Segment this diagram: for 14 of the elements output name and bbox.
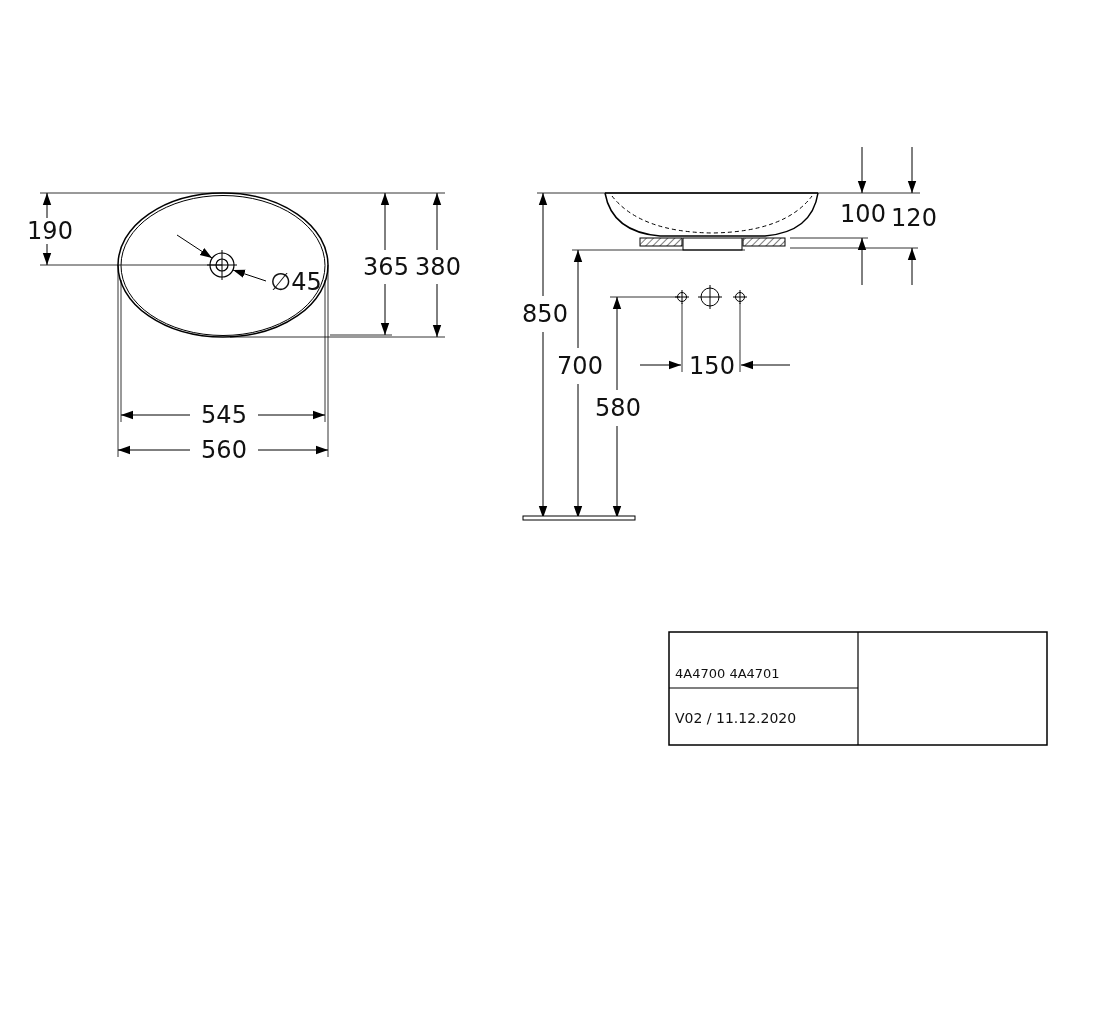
dimension-value: 100 <box>840 202 886 226</box>
dimension-value: 700 <box>557 354 603 378</box>
dimension-value: 365 <box>363 255 409 279</box>
dimension-value: ∅45 <box>270 270 322 294</box>
dimension-value: 560 <box>201 438 247 462</box>
dimension-value: 190 <box>27 219 73 243</box>
version-date: V02 / 11.12.2020 <box>675 711 797 725</box>
dimension-value: 580 <box>595 396 641 420</box>
dimension-value: 150 <box>689 354 735 378</box>
dimension-value: 545 <box>201 403 247 427</box>
dimension-value: 380 <box>415 255 461 279</box>
dimension-value: 850 <box>522 302 568 326</box>
article-number: 4A4700 4A4701 <box>675 666 780 680</box>
dimension-value: 120 <box>891 206 937 230</box>
